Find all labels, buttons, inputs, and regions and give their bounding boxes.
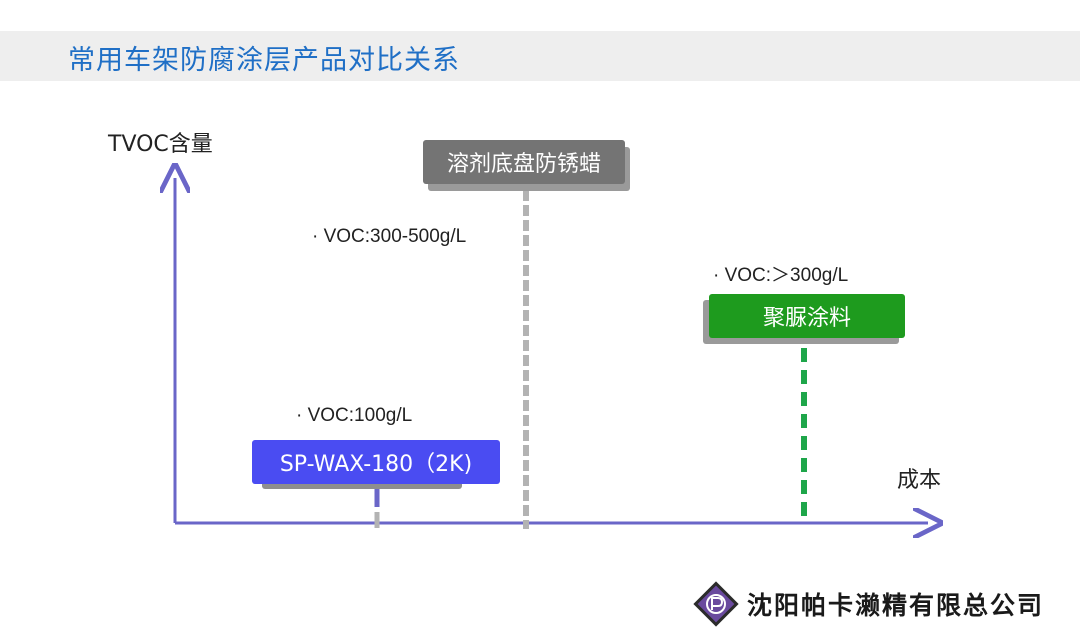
company-name: 沈阳帕卡濑精有限总公司 — [747, 591, 1045, 620]
page-title: 常用车架防腐涂层产品对比关系 — [68, 45, 460, 76]
company-footer: 沈阳帕卡濑精有限总公司 — [693, 581, 1044, 627]
x-axis-label: 成本 — [897, 468, 942, 493]
product-box-solvent: 溶剂底盘防锈蜡 — [423, 140, 625, 184]
voc-note-polyurea: · VOC:＞300g/L — [713, 265, 849, 286]
product-box-polyurea: 聚脲涂料 — [709, 294, 905, 338]
voc-note-spwax: · VOC:100g/L — [296, 405, 413, 426]
product-box-spwax: SP-WAX-180（2K) — [252, 440, 500, 484]
voc-note-solvent: · VOC:300-500g/L — [312, 226, 467, 247]
company-logo-icon — [693, 581, 739, 627]
y-axis-label: TVOC含量 — [108, 132, 213, 157]
header-band — [0, 31, 1080, 81]
